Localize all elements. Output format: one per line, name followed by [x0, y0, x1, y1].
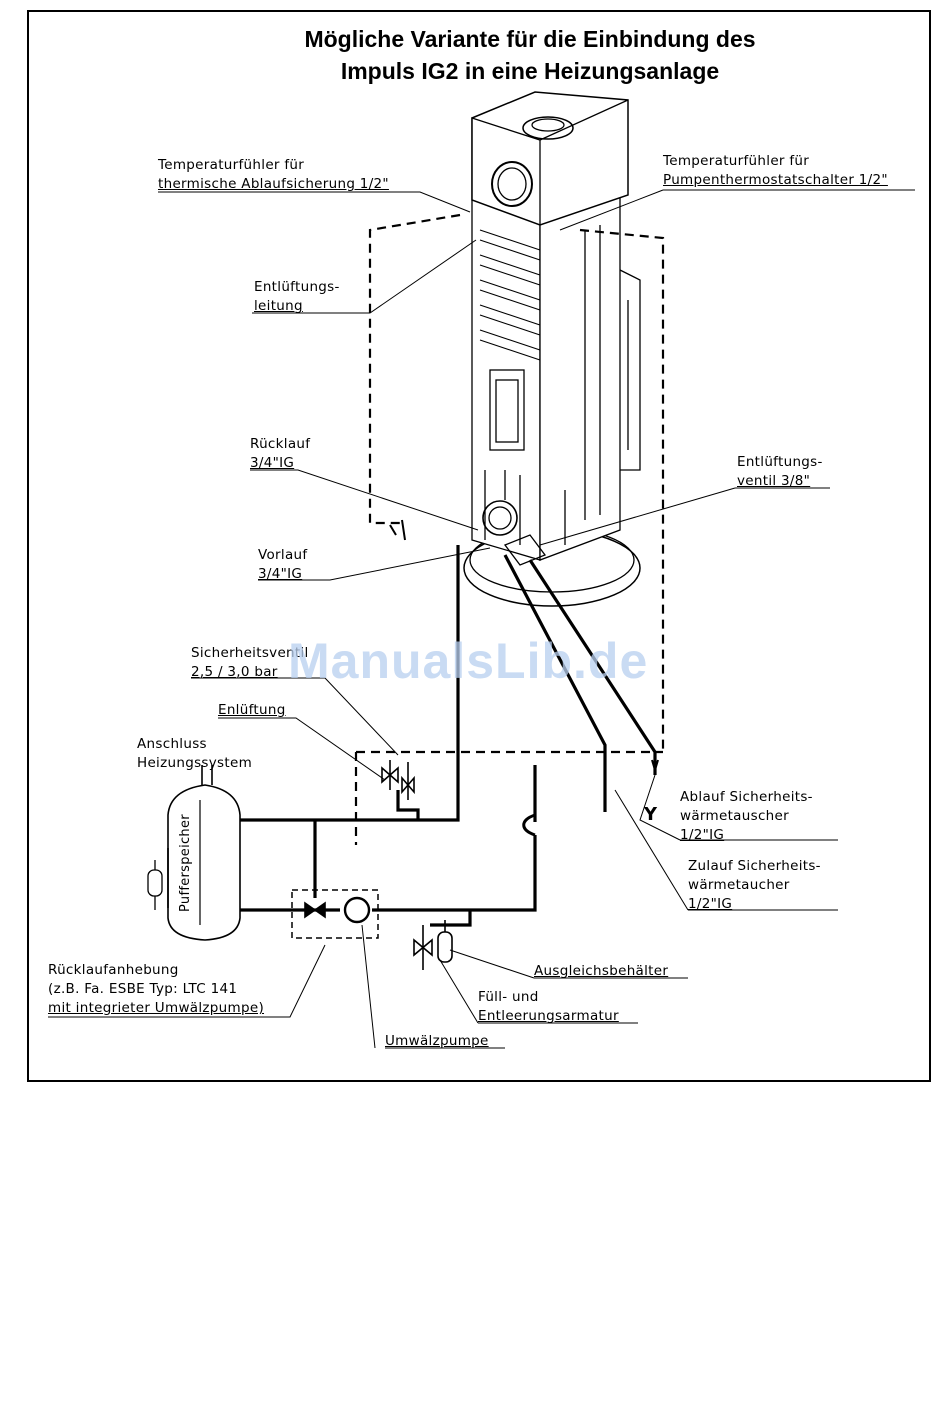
label-pump: Umwälzpumpe — [385, 1033, 489, 1049]
boiler-unit — [463, 91, 641, 607]
diagram-title-line-1: Mögliche Variante für die Einbindung des — [304, 26, 756, 52]
diagram-frame — [27, 10, 931, 1082]
label-buffer-tank: Pufferspeicher — [178, 814, 193, 912]
buffer-tank — [167, 765, 241, 941]
leader-lines — [48, 189, 915, 1049]
watermark-text: ManualsLib.de — [288, 633, 649, 689]
expansion-tank-icon — [437, 920, 453, 963]
label-vent-line: Entlüftungs-leitung — [254, 279, 340, 314]
dashed-connection-lines — [354, 213, 665, 845]
mixing-valve-icon — [304, 901, 326, 919]
diagram-title-line-2: Impuls IG2 in eine Heizungsanlage — [340, 58, 720, 84]
label-expansion-tank: Ausgleichsbehälter — [534, 963, 669, 979]
label-return-boost: Rücklaufanhebung(z.B. Fa. ESBE Typ: LTC … — [48, 962, 265, 1016]
vent-arrows-icon — [389, 519, 406, 541]
pipe-crossover — [522, 813, 536, 837]
return-boost-dashed-box — [291, 889, 379, 939]
y-mark: Y — [643, 804, 658, 825]
label-venting: Enlüftung — [218, 702, 286, 718]
buffer-expansion-vessel-icon — [147, 860, 163, 910]
fill-drain-valve-icon — [413, 925, 433, 970]
circulation-pump-icon — [343, 896, 371, 924]
arrow-up-icon — [651, 759, 659, 774]
label-vent-valve: Entlüftungs-ventil 3/8" — [737, 454, 823, 489]
